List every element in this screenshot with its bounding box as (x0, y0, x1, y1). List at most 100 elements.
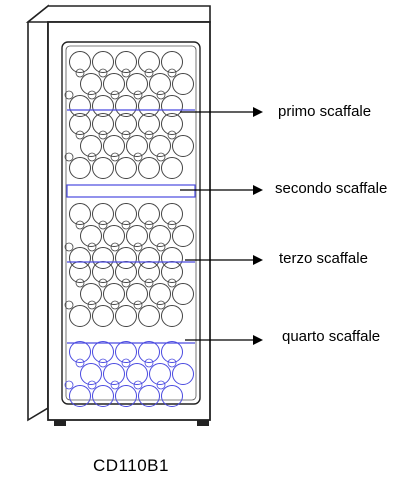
bottle-neck (64, 242, 74, 252)
bottle-neck (87, 380, 97, 390)
cabinet-foot-left (54, 420, 66, 426)
bottle-neck (110, 300, 120, 310)
bottle-bottom (115, 157, 137, 179)
bottle-neck (87, 90, 97, 100)
bottle-bottom (115, 341, 137, 363)
cabinet-side-panel (27, 4, 49, 422)
bottle-bottom (69, 247, 91, 269)
bottle-bottom (92, 247, 114, 269)
bottle-neck (144, 130, 154, 140)
bottle-bottom (172, 73, 194, 95)
bottle-bottom (138, 51, 160, 73)
bottle-neck (98, 220, 108, 230)
bottle-bottom (103, 135, 125, 157)
bottle-bottom (149, 283, 171, 305)
bottle-bottom (69, 385, 91, 407)
bottle-bottom (149, 73, 171, 95)
arrow-quarto-head (253, 335, 263, 345)
bottle-bottom (115, 247, 137, 269)
bottle-neck (156, 90, 166, 100)
bottle-neck (133, 300, 143, 310)
bottle-neck (167, 130, 177, 140)
bottle-neck (64, 90, 74, 100)
bottle-bottom (126, 363, 148, 385)
bottle-bottom (138, 247, 160, 269)
cabinet-door-inner (65, 45, 197, 401)
bottle-bottom (80, 225, 102, 247)
shelf-label-secondo: secondo scaffale (275, 180, 388, 197)
bottle-neck (156, 152, 166, 162)
bottle-bottom (115, 113, 137, 135)
rack-upper (64, 113, 194, 179)
bottle-neck (75, 220, 85, 230)
bottle-neck (110, 242, 120, 252)
shelf-arrows (180, 107, 263, 345)
bottle-bottom (115, 385, 137, 407)
rack-middle (64, 203, 194, 269)
shelf-2 (66, 184, 196, 198)
bottle-neck (121, 278, 131, 288)
bottle-neck (121, 68, 131, 78)
bottle-bottom (161, 203, 183, 225)
bottle-neck (144, 358, 154, 368)
shelf-label-terzo: terzo scaffale (279, 250, 368, 267)
bottle-neck (167, 68, 177, 78)
bottle-neck (121, 130, 131, 140)
bottle-neck (110, 380, 120, 390)
bottle-neck (64, 300, 74, 310)
bottle-neck (144, 278, 154, 288)
rack-top (64, 51, 194, 117)
bottle-neck (133, 90, 143, 100)
bottle-neck (64, 380, 74, 390)
bottle-bottom (92, 51, 114, 73)
bottle-bottom (115, 95, 137, 117)
model-label: CD110B1 (93, 456, 169, 475)
bottle-neck (133, 152, 143, 162)
bottle-bottom (138, 385, 160, 407)
bottle-neck (98, 358, 108, 368)
bottle-bottom (161, 305, 183, 327)
bottle-neck (87, 152, 97, 162)
bottle-bottom (138, 95, 160, 117)
bottle-bottom (69, 341, 91, 363)
bottle-bottom (92, 95, 114, 117)
bottle-neck (87, 300, 97, 310)
bottle-bottom (138, 305, 160, 327)
bottle-neck (64, 152, 74, 162)
bottle-bottom (92, 305, 114, 327)
bottle-bottom (126, 225, 148, 247)
bottle-bottom (103, 73, 125, 95)
bottle-neck (156, 300, 166, 310)
shelf-markers (66, 109, 196, 344)
bottle-bottom (69, 113, 91, 135)
bottle-bottom (138, 341, 160, 363)
bottle-bottom (161, 157, 183, 179)
shelf-label-primo: primo scaffale (278, 103, 372, 120)
bottle-neck (121, 358, 131, 368)
bottle-neck (167, 358, 177, 368)
bottle-bottom (92, 203, 114, 225)
bottle-neck (167, 220, 177, 230)
bottle-neck (75, 278, 85, 288)
bottle-bottom (69, 203, 91, 225)
bottle-racks (64, 51, 194, 407)
bottle-neck (156, 242, 166, 252)
bottle-bottom (126, 73, 148, 95)
bottle-bottom (103, 283, 125, 305)
bottle-neck (75, 68, 85, 78)
bottle-bottom (149, 363, 171, 385)
bottle-bottom (149, 135, 171, 157)
bottle-bottom (115, 203, 137, 225)
bottle-bottom (172, 225, 194, 247)
bottle-bottom (92, 157, 114, 179)
bottle-neck (98, 130, 108, 140)
bottle-neck (87, 242, 97, 252)
bottle-bottom (80, 363, 102, 385)
bottle-bottom (92, 341, 114, 363)
bottle-bottom (80, 283, 102, 305)
bottle-neck (144, 68, 154, 78)
bottle-bottom (92, 385, 114, 407)
bottle-neck (75, 358, 85, 368)
bottle-bottom (69, 157, 91, 179)
